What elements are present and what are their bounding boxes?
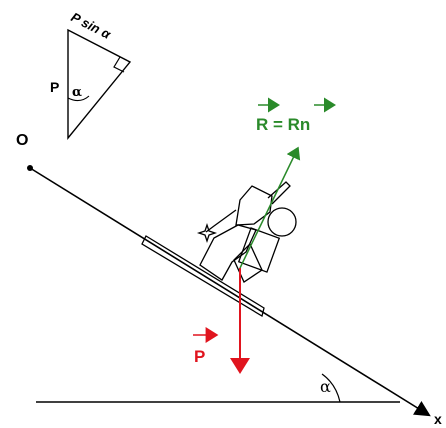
slope-alpha-label: α: [320, 377, 331, 396]
reaction-arrow: [239, 146, 301, 269]
inset-right-angle-mark: [113, 56, 125, 73]
inset-angle-arc: [67, 95, 90, 102]
skier-icon: [141, 181, 297, 318]
axis-x-label: x: [434, 411, 442, 427]
origin-label: O: [16, 132, 28, 149]
inset-triangle: P P sin α α: [50, 9, 132, 140]
inset-psin-label: P sin α: [69, 9, 114, 42]
slope-axis-line: [29, 167, 431, 417]
inset-alpha-label: α: [72, 85, 82, 100]
inset-triangle-shape: [67, 28, 132, 140]
force-p-label: P: [194, 347, 205, 366]
pole-basket-icon: [196, 222, 218, 244]
inset-p-label: P: [50, 79, 59, 95]
ski-icon: [141, 235, 265, 318]
slope-angle-arc: [321, 373, 341, 403]
reaction-label: R = Rn: [256, 115, 310, 134]
